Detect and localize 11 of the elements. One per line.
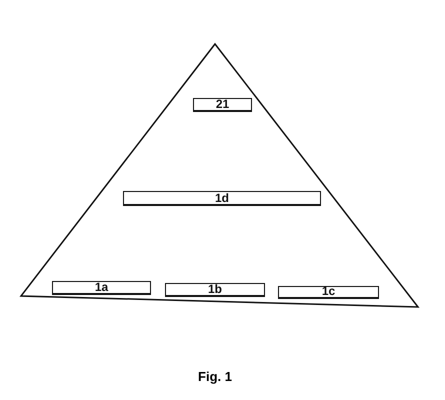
- labeled-bar: [123, 191, 321, 206]
- labeled-bar: [165, 283, 265, 297]
- bar-label: 21: [216, 98, 230, 110]
- bar-label: 1a: [94, 281, 108, 293]
- labeled-bar: [193, 98, 252, 112]
- bar-label: 1c: [322, 285, 336, 297]
- labeled-bar: [52, 281, 151, 295]
- figure-caption: Fig. 1: [198, 369, 232, 384]
- labeled-bar: [278, 286, 379, 299]
- bar-label: 1d: [214, 192, 229, 204]
- bar-label: 1b: [208, 283, 222, 295]
